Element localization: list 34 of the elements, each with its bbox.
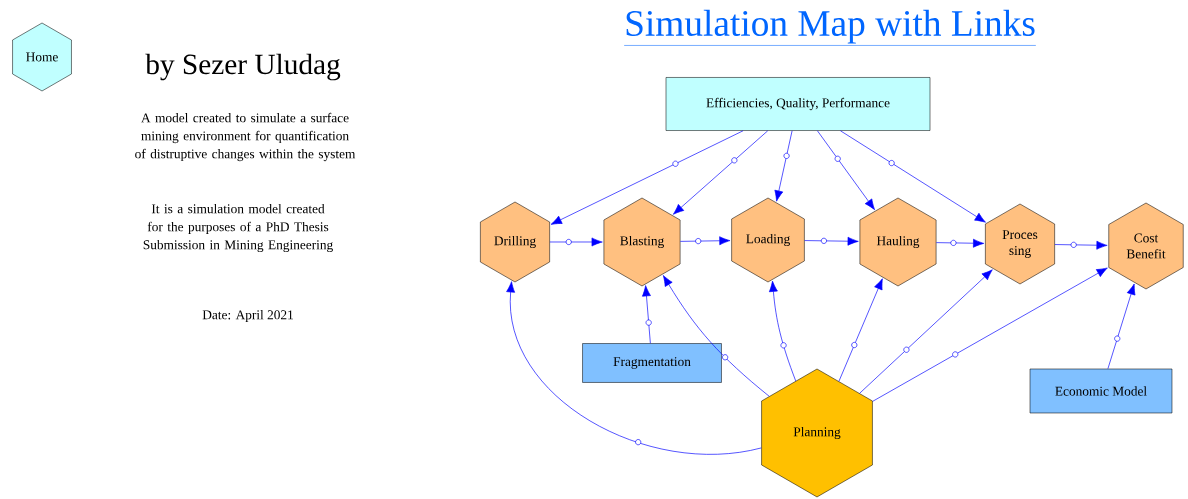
arrow	[549, 237, 603, 247]
arrow	[774, 130, 793, 202]
arrow	[769, 280, 797, 382]
hexagon-node: Loading	[731, 197, 805, 283]
arrow	[859, 269, 993, 394]
hexagon-node: Hauling	[859, 197, 937, 287]
arrow	[840, 130, 986, 223]
arrow	[663, 275, 770, 397]
hexagon-node: Planning	[761, 368, 873, 498]
hexagon-node: Drilling	[480, 201, 550, 283]
hexagon-node: Cost Benefit	[1108, 202, 1184, 290]
arrow	[936, 238, 985, 248]
arrow	[672, 130, 769, 215]
arrow	[872, 267, 1108, 402]
arrow	[804, 236, 859, 246]
description-text: It is a simulation model created for the purposes of a PhD Thesis Submission in Mining Engineering	[143, 203, 333, 253]
description-text: A model created to simulate a surface mining environment for quantification of distruptive changes within the system	[135, 112, 356, 162]
process-box: Efficiencies, Quality, Performance	[665, 77, 931, 131]
arrow	[1107, 283, 1136, 370]
arrow	[550, 130, 744, 225]
arrow	[817, 130, 875, 210]
process-box: Fragmentation	[582, 343, 722, 383]
arrow	[642, 285, 652, 344]
process-box: Economic Model	[1029, 368, 1173, 414]
byline: by Sezer Uludag	[145, 53, 341, 81]
hexagon-node: Blasting	[603, 197, 681, 287]
arrow	[838, 278, 883, 382]
date-text: Date: April 2021	[202, 309, 293, 323]
arrow	[1054, 240, 1108, 250]
title-link: Simulation Map with Links	[623, 9, 1037, 46]
arrow	[506, 281, 762, 455]
hexagon-node: Home	[12, 22, 72, 92]
arrow	[680, 236, 731, 246]
hexagon-node: Proces sing	[985, 203, 1055, 285]
